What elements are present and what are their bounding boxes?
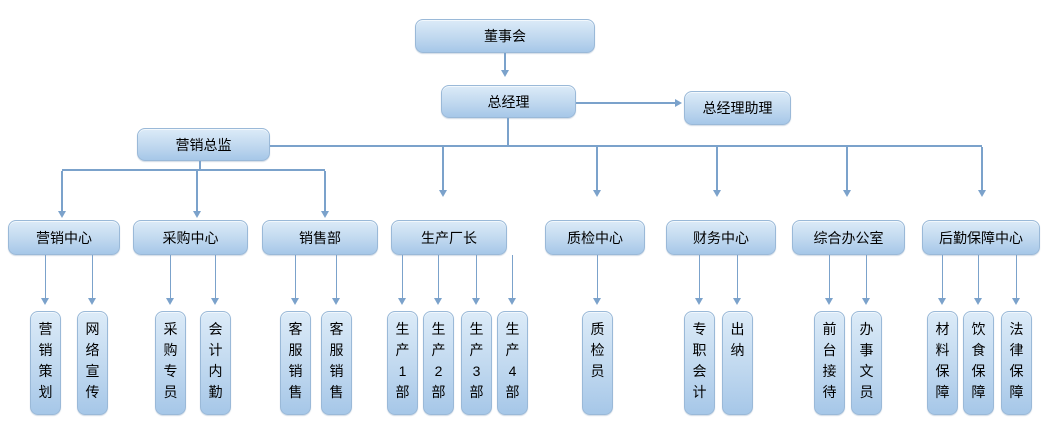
node-marketing-planning: 营 销 策 划 (30, 311, 61, 415)
node-gm-assistant: 总经理助理 (684, 91, 791, 125)
connector-arrow-shaft (1015, 255, 1018, 299)
arrowhead-down-icon (593, 298, 601, 305)
connector-line (199, 161, 201, 171)
connector-arrow-shaft (596, 255, 599, 299)
arrowhead-down-icon (712, 190, 721, 197)
node-procurement-center: 采购中心 (133, 220, 248, 255)
node-production-dept-4: 生 产 4 部 (497, 311, 528, 415)
connector-arrow-shaft (61, 171, 63, 212)
node-general-manager: 总经理 (441, 85, 576, 118)
connector-arrow-shaft (504, 53, 506, 71)
node-production-dept-2: 生 产 2 部 (423, 311, 454, 415)
node-qc-center: 质检中心 (545, 220, 645, 255)
node-legal-support: 法 律 保 障 (1001, 311, 1032, 415)
connector-arrow-shaft (294, 255, 297, 299)
node-material-support: 材 料 保 障 (927, 311, 958, 415)
connector-arrow-shaft (941, 255, 944, 299)
node-marketing-center: 营销中心 (8, 220, 120, 255)
node-logistics-center: 后勤保障中心 (922, 220, 1040, 255)
connector-arrow-shaft (977, 255, 980, 299)
arrowhead-down-icon (508, 298, 516, 305)
connector-arrow-shaft (698, 255, 701, 299)
connector-arrow-shaft (437, 255, 440, 299)
node-office-clerk: 办 事 文 员 (851, 311, 882, 415)
connector-arrow-shaft (169, 255, 172, 299)
arrowhead-down-icon (434, 298, 442, 305)
connector-line (507, 118, 509, 147)
arrowhead-down-icon (88, 298, 96, 305)
connector-arrow-shaft (324, 171, 326, 212)
node-procurement-specialist: 采 购 专 员 (155, 311, 186, 415)
arrowhead-down-icon (974, 298, 982, 305)
arrowhead-down-icon (977, 190, 986, 197)
arrowhead-down-icon (57, 211, 66, 218)
node-cs-sales-1: 客 服 销 售 (280, 311, 311, 415)
connector-arrow-shaft (981, 147, 983, 191)
connector-arrow-shaft (401, 255, 404, 299)
arrowhead-down-icon (592, 190, 601, 197)
connector-line (270, 145, 982, 147)
arrowhead-down-icon (500, 70, 509, 77)
connector-arrow-shaft (865, 255, 868, 299)
node-production-director: 生产厂长 (391, 220, 507, 255)
node-full-time-accountant: 专 职 会 计 (684, 311, 715, 415)
node-cashier: 出 纳 (722, 311, 753, 415)
connector-arrow-shaft (335, 255, 338, 299)
arrowhead-down-icon (41, 298, 49, 305)
connector-arrow-shaft (596, 147, 598, 191)
connector-arrow-shaft (576, 102, 676, 104)
node-cs-sales-2: 客 服 销 售 (321, 311, 352, 415)
node-marketing-director: 营销总监 (137, 128, 270, 161)
arrowhead-down-icon (398, 298, 406, 305)
arrowhead-down-icon (842, 190, 851, 197)
node-accounting-internal: 会 计 内 勤 (200, 311, 231, 415)
arrowhead-down-icon (332, 298, 340, 305)
arrowhead-down-icon (211, 298, 219, 305)
connector-arrow-shaft (214, 255, 217, 299)
connector-arrow-shaft (196, 171, 198, 212)
node-board: 董事会 (415, 19, 595, 53)
connector-arrow-shaft (736, 255, 739, 299)
node-front-desk: 前 台 接 待 (814, 311, 845, 415)
arrowhead-down-icon (695, 298, 703, 305)
arrowhead-down-icon (166, 298, 174, 305)
arrowhead-down-icon (438, 190, 447, 197)
arrowhead-down-icon (291, 298, 299, 305)
node-catering-support: 饮 食 保 障 (963, 311, 994, 415)
connector-arrow-shaft (511, 255, 514, 299)
arrowhead-down-icon (1012, 298, 1020, 305)
connector-line (62, 169, 325, 171)
arrowhead-down-icon (472, 298, 480, 305)
arrowhead-down-icon (192, 211, 201, 218)
arrowhead-down-icon (938, 298, 946, 305)
connector-arrow-shaft (716, 147, 718, 191)
connector-arrow-shaft (442, 147, 444, 191)
arrowhead-down-icon (733, 298, 741, 305)
node-online-promotion: 网 络 宣 传 (77, 311, 108, 415)
node-production-dept-1: 生 产 1 部 (387, 311, 418, 415)
node-qc-inspector: 质 检 员 (582, 311, 613, 415)
connector-arrow-shaft (44, 255, 47, 299)
arrowhead-down-icon (862, 298, 870, 305)
node-finance-center: 财务中心 (666, 220, 776, 255)
connector-arrow-shaft (475, 255, 478, 299)
node-general-office: 综合办公室 (792, 220, 905, 255)
arrowhead-right-icon (675, 98, 682, 107)
arrowhead-down-icon (825, 298, 833, 305)
node-sales-dept: 销售部 (262, 220, 378, 255)
connector-arrow-shaft (846, 147, 848, 191)
connector-arrow-shaft (91, 255, 94, 299)
node-production-dept-3: 生 产 3 部 (461, 311, 492, 415)
arrowhead-down-icon (320, 211, 329, 218)
connector-arrow-shaft (828, 255, 831, 299)
